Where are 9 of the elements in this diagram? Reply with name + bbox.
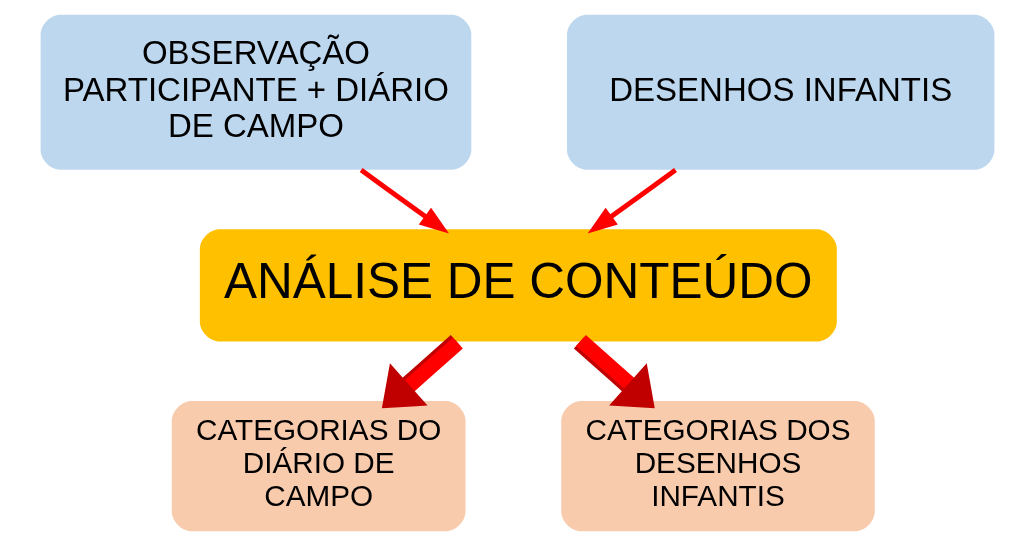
node-box: DESENHOS INFANTIS (567, 14, 995, 170)
node-box: CATEGORIAS DOS DESENHOS INFANTIS (561, 400, 875, 532)
node-box: ANÁLISE DE CONTEÚDO (199, 229, 837, 342)
arrow (573, 334, 655, 409)
arrow (359, 168, 450, 234)
node-box: CATEGORIAS DO DIÁRIO DE CAMPO (171, 400, 466, 532)
arrow (381, 334, 463, 409)
arrow (587, 168, 677, 234)
node-box: OBSERVAÇÃO PARTICIPANTE + DIÁRIO DE CAMPO (40, 14, 472, 170)
